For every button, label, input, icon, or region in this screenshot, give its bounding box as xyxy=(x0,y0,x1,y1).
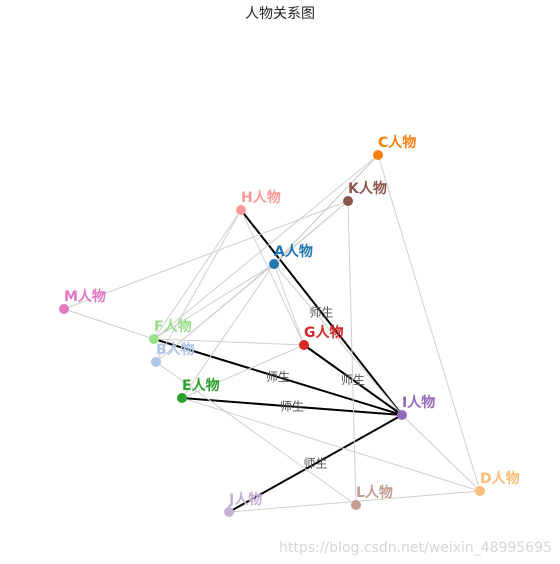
node-label-M: M人物 xyxy=(64,288,106,305)
node-M[interactable]: M人物 xyxy=(59,288,106,314)
edge-C-F[interactable] xyxy=(153,154,379,340)
node-dot-A[interactable] xyxy=(269,259,279,269)
edge-label-F-I: 师生 xyxy=(266,370,290,384)
node-label-B: B人物 xyxy=(156,341,195,358)
node-dot-F[interactable] xyxy=(149,334,159,344)
nodes-layer: A人物 B人物 C人物 D人物 E人物 F人物 G人物 H人物 I人物 J人物 K人物 L人物 M人物 xyxy=(59,134,520,517)
node-label-K: K人物 xyxy=(348,180,387,197)
edge-label-E-I: 师生 xyxy=(280,400,304,414)
node-G[interactable]: G人物 xyxy=(299,324,344,350)
edge-label-H-I: 师生 xyxy=(309,306,333,320)
node-label-H: H人物 xyxy=(241,189,281,206)
edge-label-G-I: 师生 xyxy=(341,373,365,387)
node-dot-I[interactable] xyxy=(397,410,407,420)
node-label-C: C人物 xyxy=(378,134,416,151)
edge-K-L[interactable] xyxy=(347,200,357,506)
node-dot-J[interactable] xyxy=(224,507,234,517)
edge-K-M[interactable] xyxy=(63,200,349,310)
node-label-E: E人物 xyxy=(182,377,220,394)
edge-A-I[interactable] xyxy=(273,263,403,416)
edge-K-B[interactable] xyxy=(155,200,349,363)
node-label-F: F人物 xyxy=(154,318,192,335)
node-dot-M[interactable] xyxy=(59,304,69,314)
node-label-A: A人物 xyxy=(274,243,313,260)
node-E[interactable]: E人物 xyxy=(177,377,220,403)
node-dot-D[interactable] xyxy=(475,486,485,496)
chart-title: 人物关系图 xyxy=(245,6,315,22)
edge-label-J-I: 师生 xyxy=(303,457,327,471)
node-label-I: I人物 xyxy=(402,394,435,411)
edge-A-E[interactable] xyxy=(181,263,275,399)
edge-F-G[interactable] xyxy=(153,338,305,346)
edge-E-I[interactable] xyxy=(181,397,403,416)
edge-A-G[interactable] xyxy=(273,263,305,346)
edge-H-B[interactable] xyxy=(155,209,242,363)
node-A[interactable]: A人物 xyxy=(269,243,313,269)
edge-B-L[interactable] xyxy=(155,361,357,506)
node-dot-C[interactable] xyxy=(373,150,383,160)
edge-E-G[interactable] xyxy=(181,344,305,399)
node-L[interactable]: L人物 xyxy=(351,484,393,510)
edge-C-D[interactable] xyxy=(377,154,481,492)
node-dot-G[interactable] xyxy=(299,340,309,350)
node-dot-B[interactable] xyxy=(151,357,161,367)
node-dot-E[interactable] xyxy=(177,393,187,403)
edge-J-I[interactable] xyxy=(228,414,403,513)
edge-M-F[interactable] xyxy=(63,308,155,340)
node-dot-K[interactable] xyxy=(343,196,353,206)
node-dot-L[interactable] xyxy=(351,500,361,510)
node-F[interactable]: F人物 xyxy=(149,318,192,344)
edge-F-I[interactable] xyxy=(153,338,403,416)
node-H[interactable]: H人物 xyxy=(236,189,281,215)
node-label-L: L人物 xyxy=(356,484,393,501)
node-K[interactable]: K人物 xyxy=(343,180,387,206)
edge-A-F[interactable] xyxy=(153,263,275,340)
node-label-D: D人物 xyxy=(480,470,520,487)
edge-H-F[interactable] xyxy=(153,209,242,340)
node-I[interactable]: I人物 xyxy=(397,394,435,420)
edges-layer xyxy=(63,154,481,513)
node-J[interactable]: J人物 xyxy=(224,491,262,517)
edge-H-I[interactable] xyxy=(240,209,403,416)
edge-H-G[interactable] xyxy=(240,209,305,346)
edge-E-D[interactable] xyxy=(181,397,481,492)
node-label-G: G人物 xyxy=(304,324,344,341)
node-B[interactable]: B人物 xyxy=(151,341,195,367)
node-dot-H[interactable] xyxy=(236,205,246,215)
watermark-text: https://blog.csdn.net/weixin_48995695 xyxy=(278,540,552,556)
node-C[interactable]: C人物 xyxy=(373,134,416,160)
node-D[interactable]: D人物 xyxy=(475,470,520,496)
edge-I-D[interactable] xyxy=(401,414,481,492)
node-label-J: J人物 xyxy=(228,491,262,508)
